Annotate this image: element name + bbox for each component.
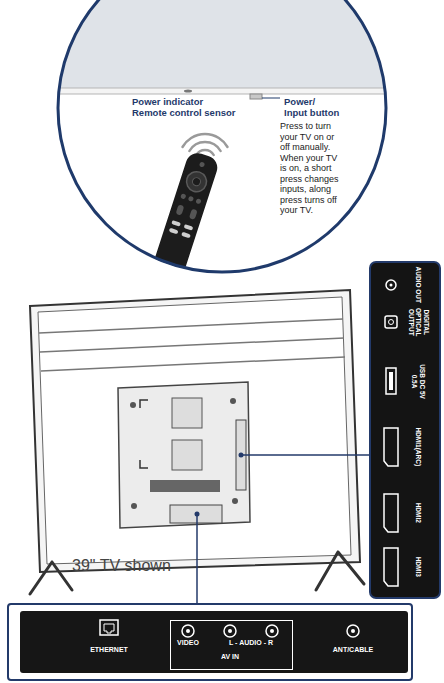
group-label: AV IN — [171, 653, 289, 661]
remote-button — [184, 224, 194, 231]
screw-hole — [230, 398, 236, 404]
leader-line — [196, 514, 198, 603]
ethernet-port-icon — [104, 624, 114, 633]
tv-stand — [30, 562, 72, 594]
optical-port-icon — [385, 316, 397, 328]
tv-back-panel — [38, 297, 351, 564]
callout-title: Power indicator Remote control sensor — [132, 96, 238, 118]
port-label: ETHERNET — [79, 646, 139, 654]
remote-button — [176, 204, 185, 215]
vesa-mark — [140, 400, 148, 468]
coax-jack-icon — [347, 625, 359, 637]
hdmi-port-icon — [384, 428, 398, 466]
callout-illustration — [0, 0, 444, 278]
bottom-jack-panel — [20, 611, 408, 673]
leader-line — [262, 97, 280, 98]
remote-button — [181, 232, 191, 239]
wave — [183, 134, 228, 147]
screw-hole — [232, 498, 238, 504]
screw-hole — [131, 503, 137, 509]
tv-stand — [316, 552, 364, 590]
vent — [150, 480, 220, 492]
port-label: DIGITAL OPTICAL OUTPUT — [407, 306, 430, 337]
remote-body — [152, 150, 221, 278]
side-panel — [370, 262, 440, 598]
remote-button — [188, 196, 194, 202]
audio-jack-icon — [390, 284, 393, 287]
side-jack-panel: AUDIO OUT DIGITAL OPTICAL OUTPUT USB DC 5V… — [370, 262, 440, 598]
remote-button — [191, 177, 201, 187]
rca-jack-icon — [224, 625, 236, 637]
mount-bracket — [172, 398, 202, 428]
leaders — [195, 453, 370, 604]
port-label: HDMI1(ARC) — [414, 426, 422, 468]
remote-ring — [184, 169, 209, 194]
usb-port-icon — [389, 372, 393, 390]
remote-button — [171, 220, 181, 227]
callout-outline — [57, 0, 387, 273]
figure-note: 39" TV shown — [72, 556, 171, 575]
bottom-panel — [8, 604, 412, 680]
screw-hole — [130, 402, 136, 408]
remote-button — [195, 198, 201, 204]
rca-jack-icon — [266, 625, 278, 637]
rca-jack-icon — [182, 625, 194, 637]
wave — [189, 142, 220, 151]
av-in-group: VIDEO L - AUDIO - R AV IN — [170, 620, 293, 670]
callout-circle-line — [58, 0, 386, 272]
port-label: L - AUDIO - R — [214, 639, 288, 647]
tv-bezel — [0, 88, 444, 94]
port-label: USB DC 5V 0.5A — [411, 363, 426, 399]
callout-circle: Power indicator Remote control sensor Pow… — [57, 0, 387, 273]
leader-dot — [239, 453, 244, 458]
remote-button — [180, 193, 186, 199]
leader-line — [241, 454, 369, 456]
remote-button — [199, 161, 205, 167]
port-label: VIDEO — [171, 639, 205, 647]
mount-plate — [118, 382, 250, 528]
callout-body: Press to turn your TV on or off manually… — [280, 121, 344, 216]
rca-jack-icon — [228, 629, 232, 633]
back-ridge — [39, 319, 343, 333]
sensor-window — [184, 90, 192, 93]
signal-waves — [183, 134, 228, 155]
hdmi-port-icon — [384, 494, 398, 532]
rca-jack-icon — [186, 629, 190, 633]
hdmi-port-icon — [384, 548, 398, 586]
remote-button — [169, 228, 179, 235]
callout-frame — [8, 604, 412, 680]
remote-button — [189, 209, 198, 220]
back-ridge — [40, 338, 344, 352]
mount-bracket — [172, 440, 202, 470]
bottom-jack-area — [170, 505, 222, 523]
coax-jack-icon — [351, 629, 355, 633]
port-label: HDMI2 — [414, 498, 422, 528]
port-label: AUDIO OUT — [414, 266, 422, 304]
rca-jack-icon — [270, 629, 274, 633]
port-label: HDMI3 — [414, 552, 422, 582]
power-button — [250, 94, 262, 99]
callout-title: Power/ Input button — [284, 96, 341, 118]
port-label: ANT/CABLE — [321, 646, 385, 654]
side-jack-panel — [370, 262, 440, 598]
back-ridge — [41, 357, 345, 371]
ethernet-port-icon — [100, 620, 118, 635]
bottom-jack-panel: ETHERNET ANT/CABLE VIDEO L - AUDIO - R AV IN — [20, 611, 408, 673]
audio-jack-icon — [386, 280, 396, 290]
optical-port-icon — [389, 320, 394, 325]
remote-control — [152, 150, 221, 278]
tv-frame — [30, 290, 360, 572]
tv-screen — [0, 0, 444, 88]
leader-dot — [195, 512, 200, 517]
usb-port-icon — [386, 368, 396, 394]
